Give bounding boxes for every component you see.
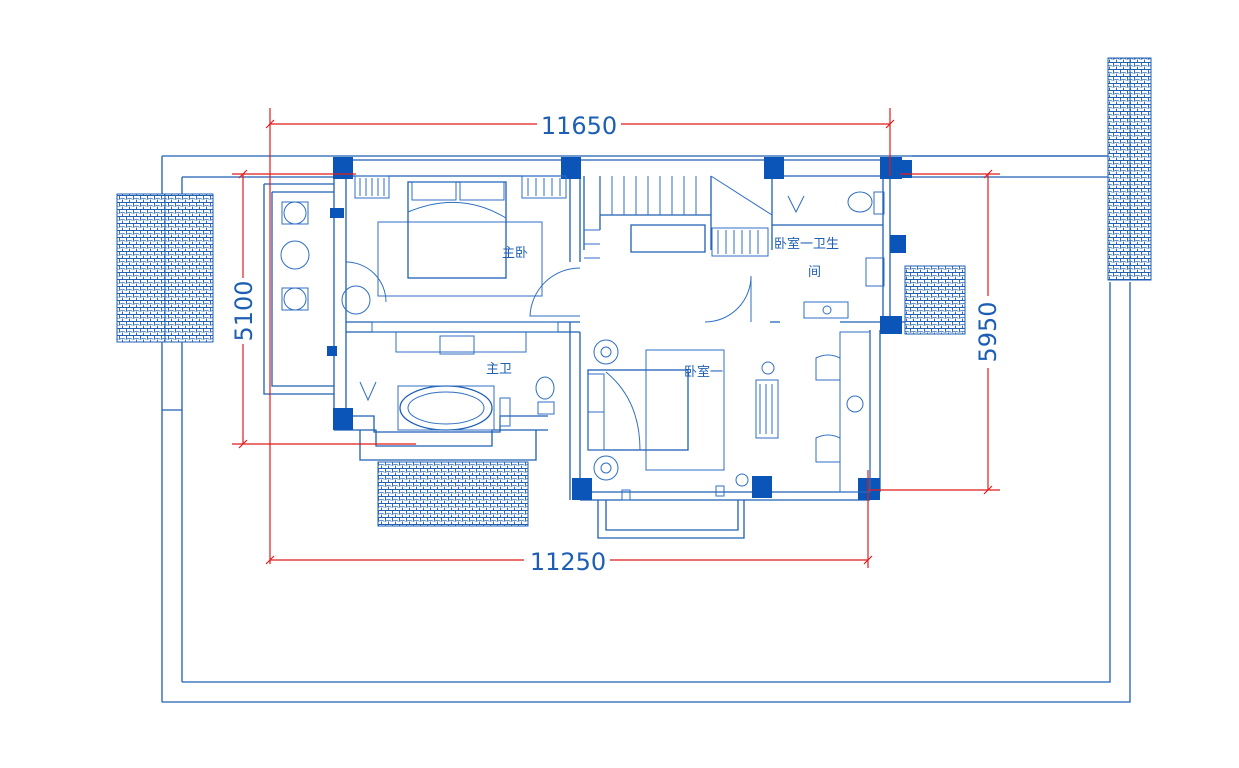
bedroom-one-bath-fixtures [711,191,885,319]
master-bedroom-furniture [280,175,567,315]
bedroom-one-label: 卧室一 [684,364,723,380]
dimension-ticks [238,119,993,565]
master-bath-label: 主卫 [486,362,512,377]
master-bath-fixtures [359,321,559,431]
left-depth-label: 5100 [230,280,258,341]
structural-columns [327,157,912,500]
bedroom-one-furniture [587,331,871,501]
roof-tiles [116,57,1152,527]
bottom-width-label: 11250 [530,548,606,576]
bedroom-one-bath-label-line2: 间 [808,265,821,280]
master-bedroom-label: 主卧 [502,246,528,261]
right-depth-label: 5950 [974,301,1002,362]
top-width-label: 11650 [541,112,617,140]
bedroom-one-bath-label-line1: 卧室一卫生 [774,236,839,252]
door-swings [345,261,752,323]
